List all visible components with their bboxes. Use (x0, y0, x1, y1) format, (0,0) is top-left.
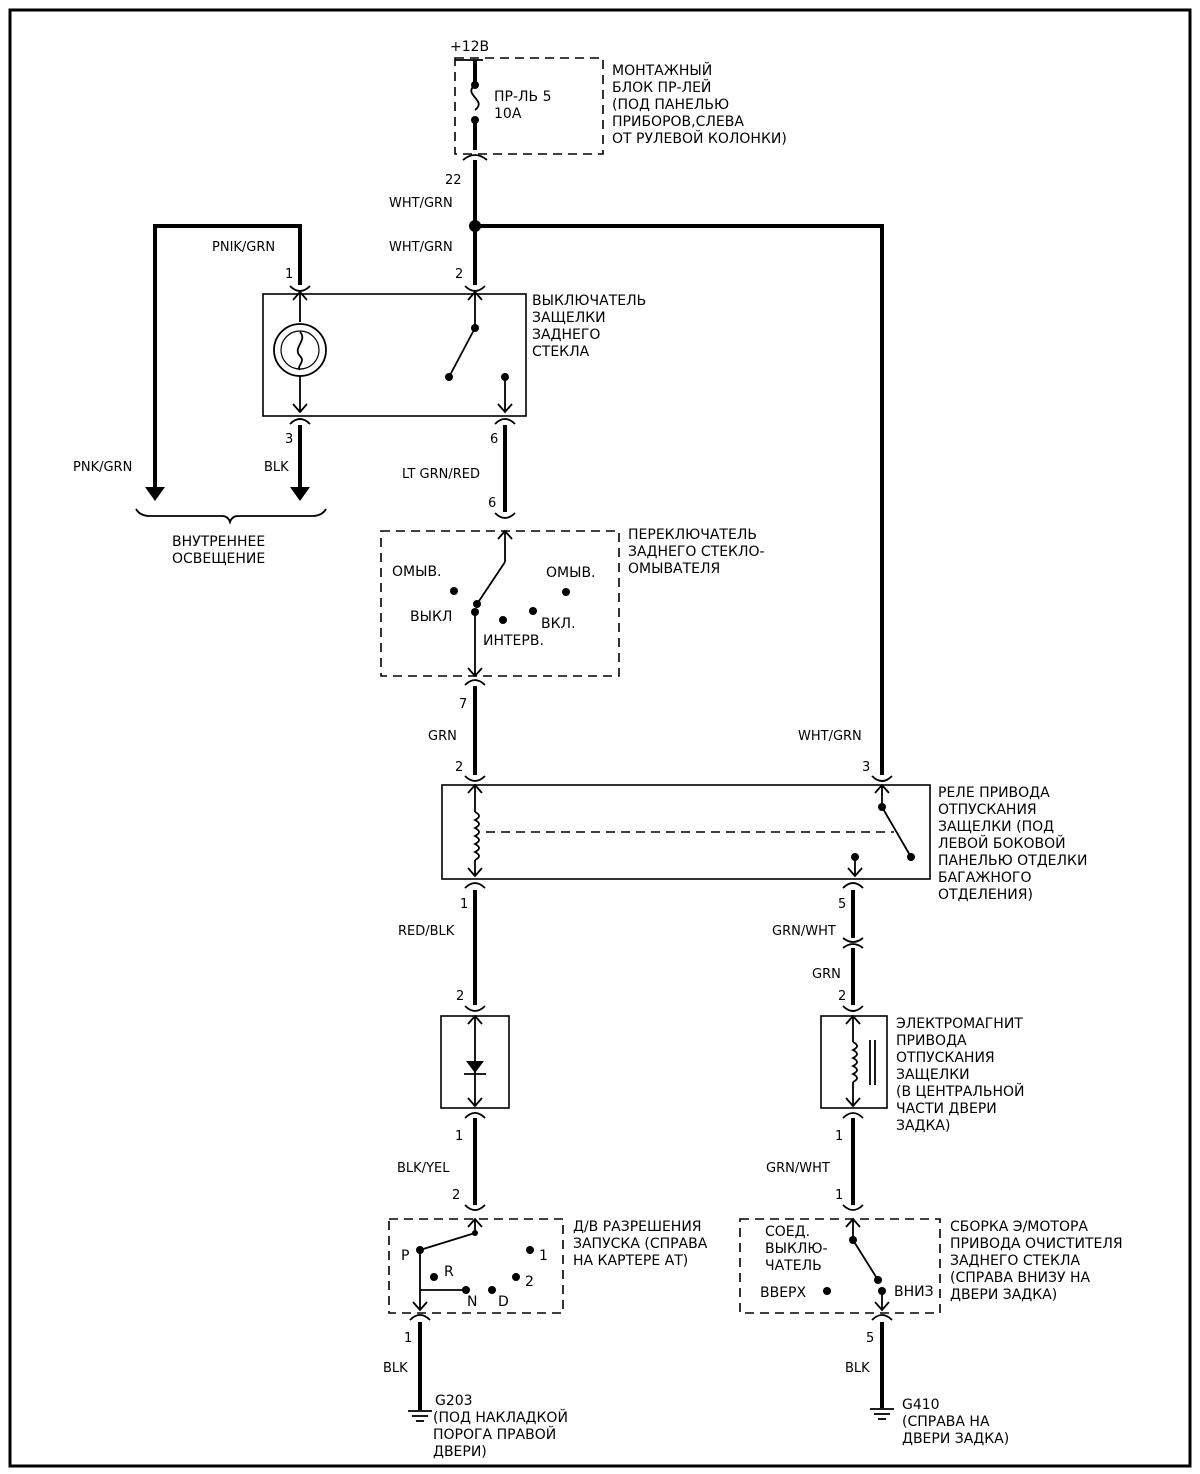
start-pos-r: R (444, 1264, 454, 1280)
wire-label-grn-lower: GRN (812, 967, 841, 982)
wire-label-wht-grn-relay: WHT/GRN (798, 729, 862, 744)
relay-pin-2: 2 (455, 760, 463, 775)
latch-pin-6: 6 (490, 432, 498, 447)
ground-right-desc: (СПРАВА НА ДВЕРИ ЗАДКА) (902, 1414, 1009, 1447)
fuse-block-title: МОНТАЖНЫЙ БЛОК ПР-ЛЕЙ (ПОД ПАНЕЛЬЮ ПРИБО… (612, 61, 787, 147)
interior-light-title: ВНУТРЕННЕЕ ОСВЕЩЕНИЕ (172, 534, 270, 567)
washer-pos-wash-right: ОМЫВ. (546, 565, 596, 581)
ground-left-desc: (ПОД НАКЛАДКОЙ ПОРОГА ПРАВОЙ ДВЕРИ) (433, 1408, 572, 1460)
motor-pin-5: 5 (866, 1331, 874, 1346)
washer-pos-off: ВЫКЛ (410, 609, 452, 625)
start-pin-2: 2 (452, 1188, 460, 1203)
solenoid-pin-1: 1 (835, 1129, 843, 1144)
start-pos-d: D (498, 1294, 509, 1310)
motor-pos-up: ВВЕРХ (760, 1285, 806, 1301)
wire-label-red-blk: RED/BLK (398, 924, 455, 939)
fuse-pin-22: 22 (445, 173, 462, 188)
arrow-pnk-grn (145, 487, 165, 501)
interior-light: ВНУТРЕННЕЕ ОСВЕЩЕНИЕ (135, 508, 327, 567)
relay-pin-3: 3 (862, 760, 870, 775)
relay: 2 3 1 5 РЕЛЕ ПРИВОДА ОТПУСКАНИЯ ЗАЩЕЛКИ … (441, 760, 1092, 912)
diode: 2 1 (440, 989, 510, 1144)
fuse-rating: 10А (494, 106, 522, 122)
latch-pin-2: 2 (455, 267, 463, 282)
wire-label-blk-left: BLK (383, 1361, 408, 1376)
wire-label-grn-relay: GRN (428, 729, 457, 744)
washer-pos-interval: ИНТЕРВ. (483, 633, 544, 649)
wire-label-wht-grn-switch: WHT/GRN (389, 240, 453, 255)
arrow-blk (290, 487, 310, 501)
solenoid-title: ЭЛЕКТРОМАГНИТ ПРИВОДА ОТПУСКАНИЯ ЗАЩЕЛКИ… (896, 1016, 1029, 1134)
diagram-frame (8, 8, 1192, 1468)
start-switch-title: Д/В РАЗРЕШЕНИЯ ЗАПУСКА (СПРАВА НА КАРТЕР… (573, 1219, 712, 1269)
ground-left: G203 (ПОД НАКЛАДКОЙ ПОРОГА ПРАВОЙ ДВЕРИ) (408, 1393, 572, 1460)
wire-label-grn-wht-lower: GRN/WHT (766, 1161, 830, 1176)
motor-pos-down: ВНИЗ (894, 1284, 934, 1300)
ground-right-id: G410 (902, 1397, 940, 1413)
ground-left-id: G203 (435, 1393, 473, 1409)
wire-label-blk-right: BLK (845, 1361, 870, 1376)
diode-pin-2: 2 (456, 989, 464, 1004)
supply-label: +12В (450, 39, 489, 55)
ground-right: G410 (СПРАВА НА ДВЕРИ ЗАДКА) (870, 1397, 1009, 1447)
start-pos-n: N (467, 1294, 477, 1310)
latch-pin-1: 1 (285, 267, 293, 282)
start-pin-1: 1 (404, 1331, 412, 1346)
start-pos-2: 2 (525, 1274, 534, 1290)
wiper-motor: 1 СОЕД. ВЫКЛЮ- ЧАТЕЛЬ ВВЕРХ ВНИЗ 5 СБОРК… (739, 1188, 1127, 1346)
wire-label-pnk-grn: PNK/GRN (73, 460, 132, 475)
motor-pin-1: 1 (835, 1188, 843, 1203)
wire-label-grn-wht-upper: GRN/WHT (772, 924, 836, 939)
solenoid-pin-2: 2 (838, 989, 846, 1004)
wire-label-blk-yel: BLK/YEL (397, 1161, 450, 1176)
relay-title: РЕЛЕ ПРИВОДА ОТПУСКАНИЯ ЗАЩЕЛКИ (ПОД ЛЕВ… (938, 785, 1092, 903)
washer-pin-6: 6 (488, 496, 496, 511)
wire-label-wht-grn-main: WHT/GRN (389, 196, 453, 211)
washer-pin-7: 7 (459, 697, 467, 712)
start-switch: 2 P R N D 2 1 1 Д/В РАЗРЕШЕНИЯ ЗАПУСКА (… (388, 1188, 712, 1346)
fuse-block: +12В ПР-ЛЬ 5 10А МОНТАЖНЫЙ БЛОК ПР-ЛЕЙ (… (389, 39, 787, 211)
latch-switch-title: ВЫКЛЮЧАТЕЛЬ ЗАЩЕЛКИ ЗАДНЕГО СТЕКЛА (532, 293, 651, 360)
solenoid: 2 1 ЭЛЕКТРОМАГНИТ ПРИВОДА ОТПУСКАНИЯ ЗАЩ… (820, 989, 1029, 1144)
wire-label-pnik-grn: PNIK/GRN (212, 240, 275, 255)
start-pos-1: 1 (539, 1248, 548, 1264)
washer-switch: 6 ОМЫВ. ОМЫВ. ВЫКЛ ВКЛ. ИНТЕРВ. 7 ПЕРЕКЛ… (380, 496, 769, 712)
fuse-label: ПР-ЛЬ 5 (494, 89, 552, 105)
latch-switch: 1 2 3 6 ВЫКЛЮЧАТЕЛЬ ЗАЩЕЛКИ ЗАДНЕГО СТЕК… (262, 267, 651, 447)
diode-symbol (466, 1061, 484, 1073)
main-wires (145, 160, 884, 1410)
wire-labels: WHT/GRN PNIK/GRN PNK/GRN BLK LT GRN/RED … (73, 240, 870, 1376)
motor-inner-title: СОЕД. ВЫКЛЮ- ЧАТЕЛЬ (765, 1224, 832, 1274)
wire-label-blk-lamp: BLK (264, 460, 289, 475)
washer-pos-on: ВКЛ. (541, 616, 576, 632)
relay-pin-1: 1 (460, 897, 468, 912)
diode-pin-1: 1 (455, 1129, 463, 1144)
start-pos-p: P (401, 1248, 409, 1264)
latch-pin-3: 3 (285, 432, 293, 447)
relay-pin-5: 5 (838, 897, 846, 912)
wiper-motor-title: СБОРКА Э/МОТОРА ПРИВОДА ОЧИСТИТЕЛЯ ЗАДНЕ… (950, 1219, 1127, 1303)
washer-pos-wash-left: ОМЫВ. (392, 564, 442, 580)
washer-switch-title: ПЕРЕКЛЮЧАТЕЛЬ ЗАДНЕГО СТЕКЛО- ОМЫВАТЕЛЯ (628, 527, 769, 577)
wire-label-lt-grn-red: LT GRN/RED (402, 467, 480, 482)
